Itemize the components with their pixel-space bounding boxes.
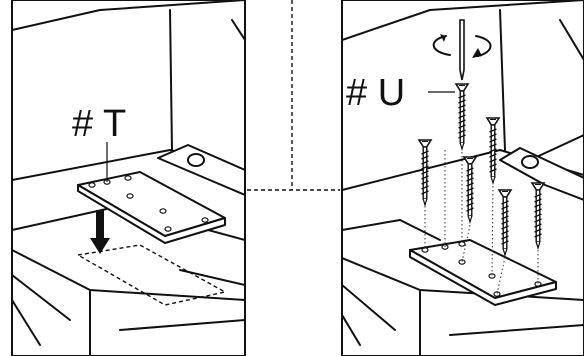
part-label-t: # T bbox=[72, 103, 126, 145]
plate-t-installed bbox=[410, 240, 556, 305]
screwdriver-icon bbox=[460, 20, 464, 80]
right-panel bbox=[342, 0, 584, 356]
part-label-u: # U bbox=[346, 72, 405, 114]
callout-connector bbox=[247, 0, 340, 190]
down-arrow-icon bbox=[90, 210, 110, 254]
left-panel bbox=[12, 0, 245, 356]
